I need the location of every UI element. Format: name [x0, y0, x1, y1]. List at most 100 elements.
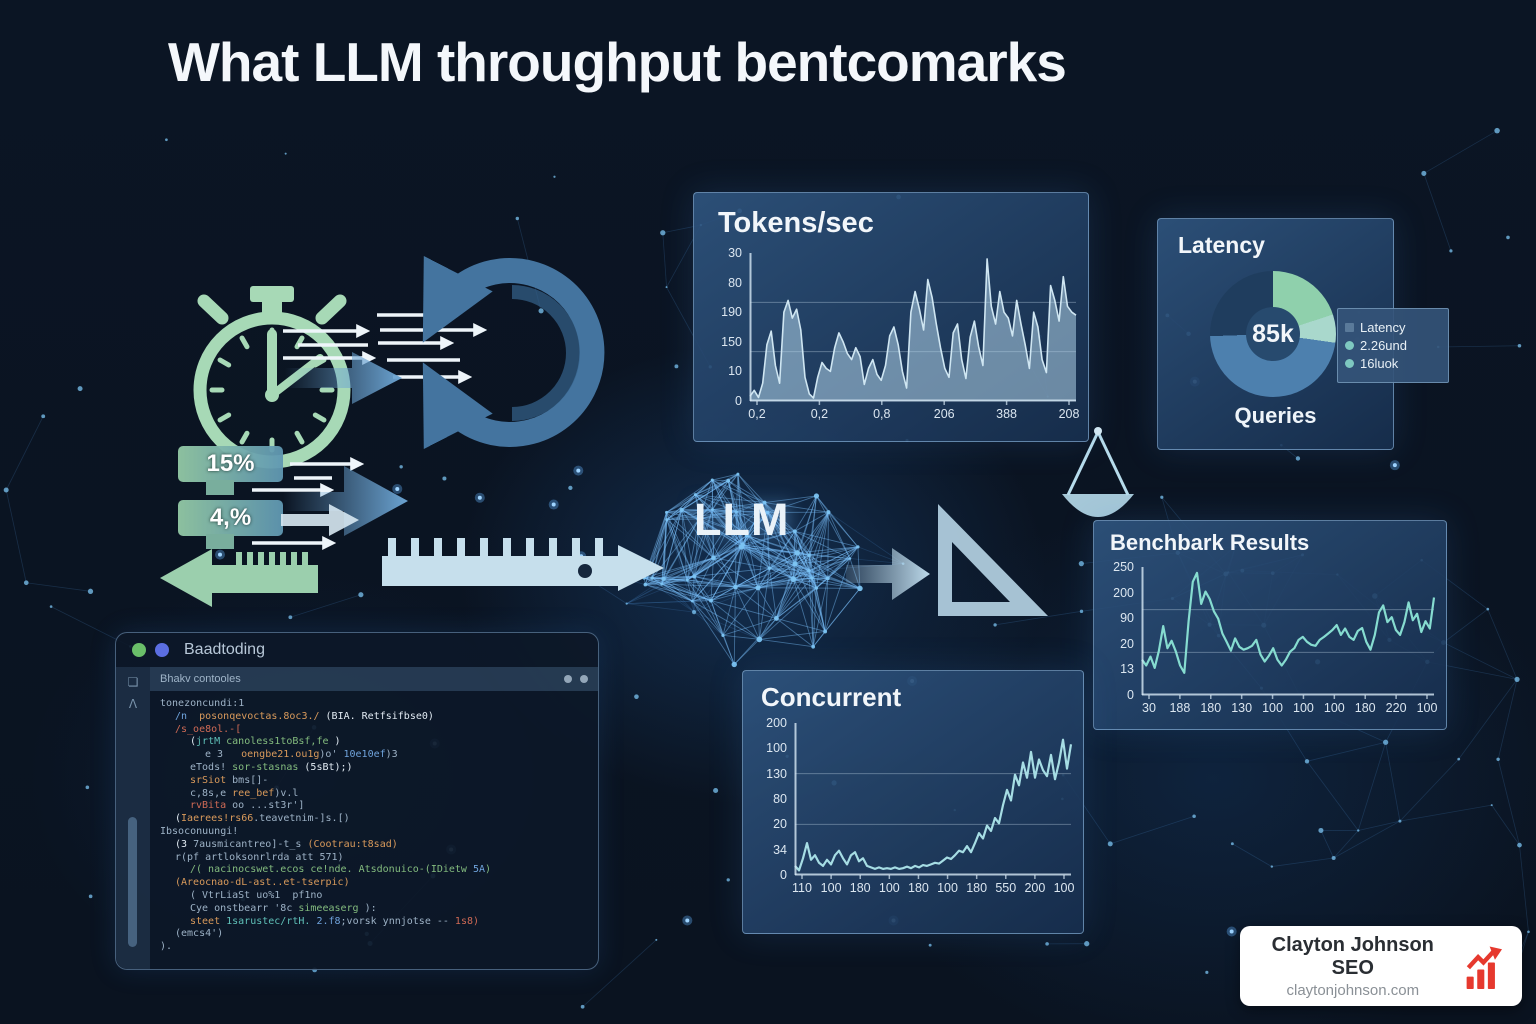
x-tick-label: 388 [996, 407, 1018, 421]
y-tick-label: 13 [1120, 662, 1134, 677]
code-tabbar: Bhakv contooles [150, 667, 598, 691]
x-tick-label: 180 [1354, 701, 1376, 715]
x-tick-label: 100 [1053, 881, 1075, 895]
latency-donut-chart: 85k [1210, 271, 1336, 397]
x-tick-label: 180 [966, 881, 988, 895]
concurrent-series-line [794, 738, 1073, 872]
y-tick-label: 0 [1127, 688, 1134, 702]
y-tick-label: 130 [766, 766, 787, 781]
legend-item: Latency [1345, 320, 1441, 335]
code-line: srSiot bms[]- [190, 774, 269, 786]
y-tick-label: 30 [728, 246, 742, 260]
page-title: What LLM throughput bentcomarks [168, 31, 1067, 93]
legend-bullet [1345, 359, 1354, 368]
x-tick-label: 0,2 [810, 407, 829, 421]
brand-badge: Clayton Johnson SEO claytonjohnson.com [1240, 926, 1522, 1006]
window-dot-green [132, 643, 146, 657]
code-tab-label: Bhakv contooles [160, 673, 241, 685]
latency-chart-title: Latency [1178, 232, 1265, 258]
code-sidebar: ❏ ᐱ [116, 667, 150, 969]
x-tick-label: 208 [1058, 407, 1080, 421]
legend-item: 2.26und [1345, 338, 1441, 353]
donut-caption: Queries [1234, 403, 1317, 428]
legend-bullet [1345, 323, 1354, 332]
code-editor-window: Baadtoding ❏ ᐱ Bhakv contooles tonezoncu… [115, 632, 599, 970]
legend-label: Latency [1360, 320, 1406, 335]
y-tick-label: 190 [721, 305, 742, 320]
y-tick-label: 90 [1120, 611, 1134, 626]
legend-bullet [1345, 341, 1354, 350]
legend-item: 16luok [1345, 356, 1441, 371]
blue-arrow-mid [283, 466, 408, 536]
llm-label: LLM [694, 494, 790, 545]
code-line: (emcs4') [175, 928, 224, 940]
ruler-left-arrow-icon [160, 549, 318, 607]
tokens-chart-title: Tokens/sec [718, 207, 874, 239]
code-line: steet 1sarustec/rtH. 2.f8;vorsk ynnjotse… [190, 915, 480, 927]
cycle-arrows-icon [422, 255, 605, 450]
chevron-up-icon: ᐱ [128, 697, 138, 711]
balance-scale-icon [1062, 427, 1134, 517]
files-icon: ❏ [127, 675, 139, 689]
llm-output-arrow [846, 548, 930, 600]
legend-label: 16luok [1360, 356, 1399, 371]
x-tick-label: 0,8 [873, 407, 891, 421]
code-window-title: Baadtoding [184, 641, 265, 658]
code-line: /s_oe8ol.-[ [175, 723, 248, 735]
y-tick-label: 10 [728, 364, 742, 379]
x-tick-label: 100 [1323, 701, 1345, 715]
x-tick-label: 100 [1293, 701, 1314, 715]
y-tick-label: 80 [728, 275, 742, 290]
code-line: e 3 oengbe21.ou1g)o' 10e10ef)3 [205, 749, 398, 761]
code-line: (jrtM canoless1toBsf,fe ) [190, 736, 341, 748]
x-tick-label: 100 [937, 881, 958, 895]
y-tick-label: 200 [1113, 585, 1134, 600]
x-tick-label: 100 [878, 881, 900, 895]
code-line: /( nacinocswet.ecos ce!nde. Atsdonuico-(… [190, 864, 492, 876]
tag-4-percent-label: 4,% [209, 504, 252, 531]
y-tick-label: 100 [766, 741, 787, 756]
x-tick-label: 100 [1262, 701, 1283, 715]
y-tick-label: 20 [1120, 636, 1134, 651]
latency-legend: Latency 2.26und 16luok [1337, 308, 1449, 383]
code-line: (3 7ausmicantreo]-t_s (Cootrau:t8sad) [175, 838, 398, 850]
x-tick-label: 30 [1142, 701, 1156, 715]
y-tick-label: 80 [773, 792, 787, 806]
percentage-tags [178, 446, 283, 549]
code-line: ). [160, 941, 173, 953]
code-line: ( VtrLiaSt uo%1 pf1no [190, 889, 323, 901]
code-line: Cye onstbearr '8c simeeaserg ): [190, 902, 377, 914]
code-window-titlebar: Baadtoding [116, 633, 598, 667]
code-line: rvBita oo ...st3r'] [190, 800, 305, 812]
x-tick-label: 550 [995, 881, 1017, 895]
donut-center-value: 85k [1252, 319, 1294, 348]
legend-label: 2.26und [1360, 338, 1407, 353]
code-line: eTods! sor-stasnas (5sBt);) [190, 761, 353, 773]
tabbar-dots [564, 675, 588, 683]
code-line: c,8s,e ree_bef)v.l [190, 787, 299, 799]
growth-chart-icon [1466, 946, 1502, 989]
brand-site: claytonjohnson.com [1286, 981, 1420, 999]
x-tick-label: 100 [820, 881, 842, 895]
x-tick-label: 110 [792, 881, 812, 895]
x-tick-label: 0,2 [748, 407, 766, 421]
y-tick-label: 150 [721, 334, 742, 349]
y-tick-label: 20 [773, 817, 787, 832]
scrollbar-thumb [128, 817, 137, 947]
y-tick-label: 34 [773, 842, 787, 857]
donut-center: 85k [1246, 307, 1300, 361]
ruler-right-arrow-icon [382, 538, 664, 591]
x-tick-label: 180 [849, 881, 871, 895]
y-tick-label: 250 [1113, 560, 1134, 574]
y-tick-label: 0 [780, 868, 787, 882]
latency-panel: Latency 85k Queries [1157, 218, 1394, 450]
light-arrow-mid [281, 504, 359, 536]
